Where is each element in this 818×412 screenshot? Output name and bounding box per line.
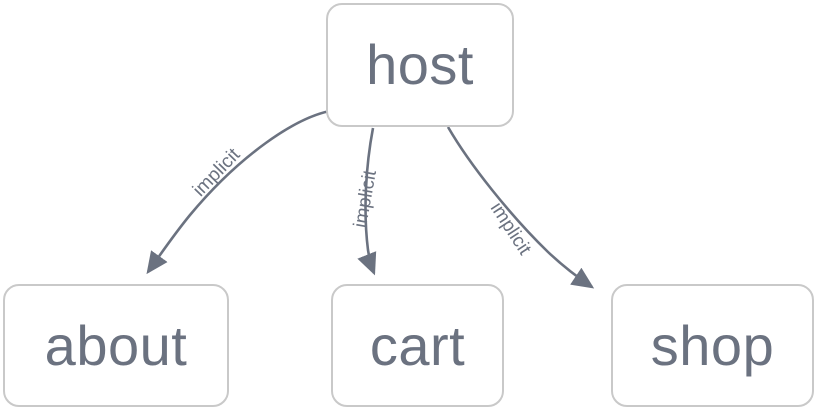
edge-host-about — [146, 109, 331, 275]
graph-node-cart[interactable]: cart — [331, 284, 504, 407]
graph-node-host-label: host — [366, 33, 474, 96]
graph-node-host[interactable]: host — [326, 3, 514, 127]
graph-node-about[interactable]: about — [3, 284, 229, 407]
edge-host-cart — [357, 127, 377, 276]
edge-host-shop — [446, 126, 595, 289]
graph-node-shop-label: shop — [650, 313, 775, 377]
graph-node-about-label: about — [44, 313, 188, 377]
graph-node-cart-label: cart — [369, 313, 466, 377]
graph-node-shop[interactable]: shop — [611, 284, 814, 407]
